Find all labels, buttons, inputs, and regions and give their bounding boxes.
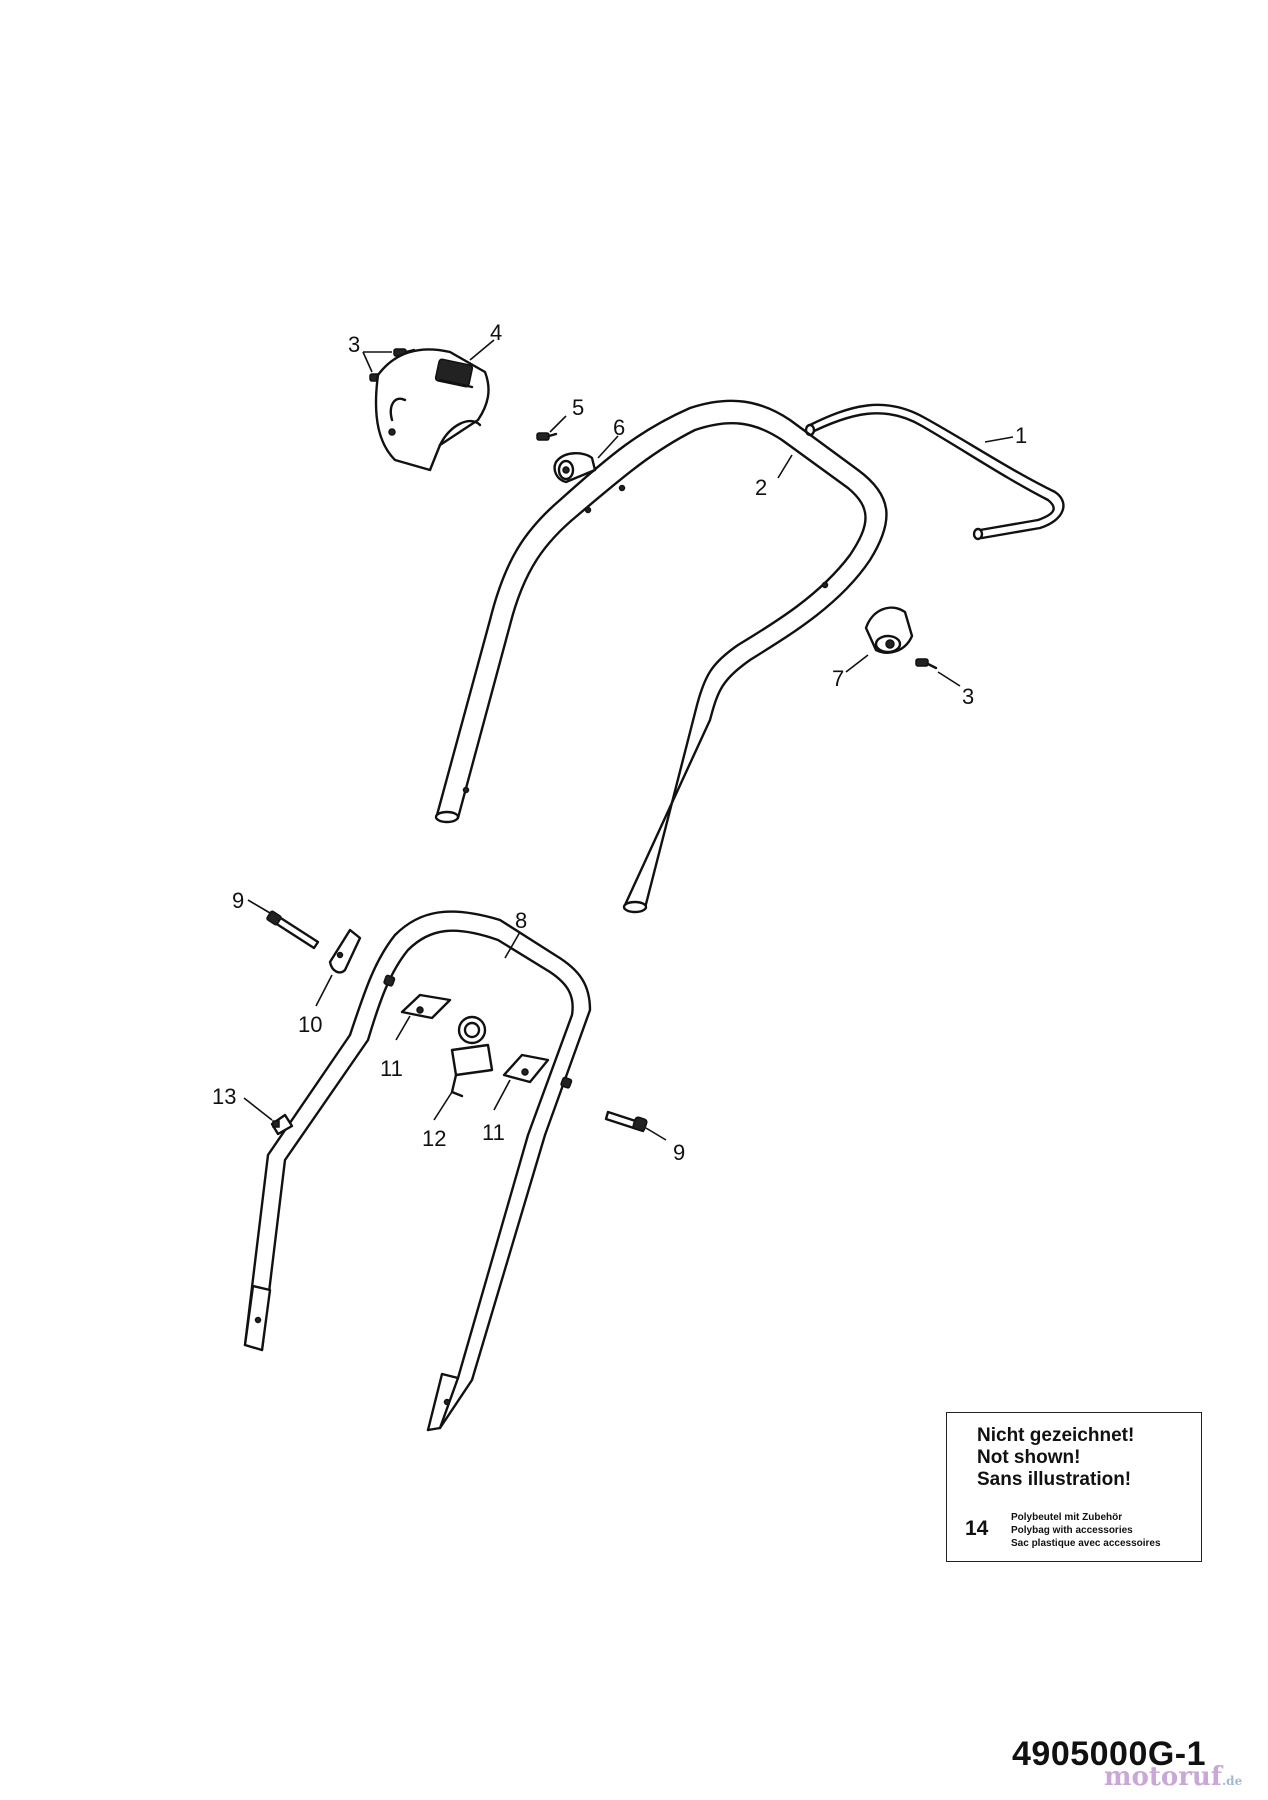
callout-11-left: 11 (380, 1056, 403, 1081)
callout-7: 7 (832, 666, 844, 691)
note-item-de: Polybeutel mit Zubehör (1011, 1512, 1123, 1523)
note-line-fr: Sans illustration! (977, 1469, 1132, 1490)
part-9-pin-right (604, 1110, 648, 1133)
callout-9-right: 9 (673, 1140, 685, 1165)
watermark-logo: motoruf.de (1104, 1762, 1242, 1792)
callout-4: 4 (490, 320, 502, 345)
callout-8: 8 (515, 908, 527, 933)
note-item-fr: Sac plastique avec accessoires (1011, 1538, 1161, 1549)
part-11-latch-left (400, 993, 452, 1020)
part-10-bracket (328, 928, 362, 974)
part-11-latch-right (502, 1053, 550, 1084)
part-3-screw-right (915, 658, 938, 670)
part-1-upper-bar (804, 403, 1065, 541)
note-line-de: Nicht gezeichnet! (977, 1425, 1135, 1446)
callout-9-left: 9 (232, 888, 244, 913)
callout-3-right: 3 (962, 684, 974, 709)
note-line-en: Not shown! (977, 1447, 1081, 1468)
note-item-description: Polybeutel mit Zubehör Polybag with acce… (1011, 1511, 1161, 1550)
callout-11-right: 11 (482, 1120, 505, 1145)
callout-3: 3 (348, 332, 360, 357)
part-4-control-housing (374, 348, 490, 472)
part-8-lower-handle (243, 910, 592, 1432)
part-9-pin-left (266, 910, 320, 950)
diagram-code: 4905000G-1 (1012, 1735, 1207, 1773)
part-12-cable-plate (450, 1015, 494, 1098)
part-5-screw (536, 432, 558, 441)
part-13-small-clip (270, 1113, 294, 1136)
part-7-pivot-clip (864, 606, 914, 654)
watermark-suffix: .de (1222, 1774, 1243, 1788)
part-2-upper-handle (434, 399, 888, 914)
callout-10: 10 (298, 1012, 322, 1037)
watermark-name: motoruf (1104, 1762, 1222, 1792)
leader-lines (243, 339, 1014, 1141)
part-6-clip (553, 452, 597, 484)
callout-1: 1 (1015, 423, 1027, 448)
callout-2: 2 (755, 475, 767, 500)
callout-6: 6 (613, 415, 625, 440)
callout-5: 5 (572, 395, 584, 420)
note-item-en: Polybag with accessories (1011, 1525, 1133, 1536)
note-item-number: 14 (965, 1517, 989, 1540)
callout-13: 13 (212, 1084, 236, 1109)
callout-12: 12 (422, 1126, 446, 1151)
not-shown-note-box: Nicht gezeichnet! Not shown! Sans illust… (946, 1412, 1202, 1562)
note-heading: Nicht gezeichnet! Not shown! Sans illust… (977, 1425, 1134, 1491)
